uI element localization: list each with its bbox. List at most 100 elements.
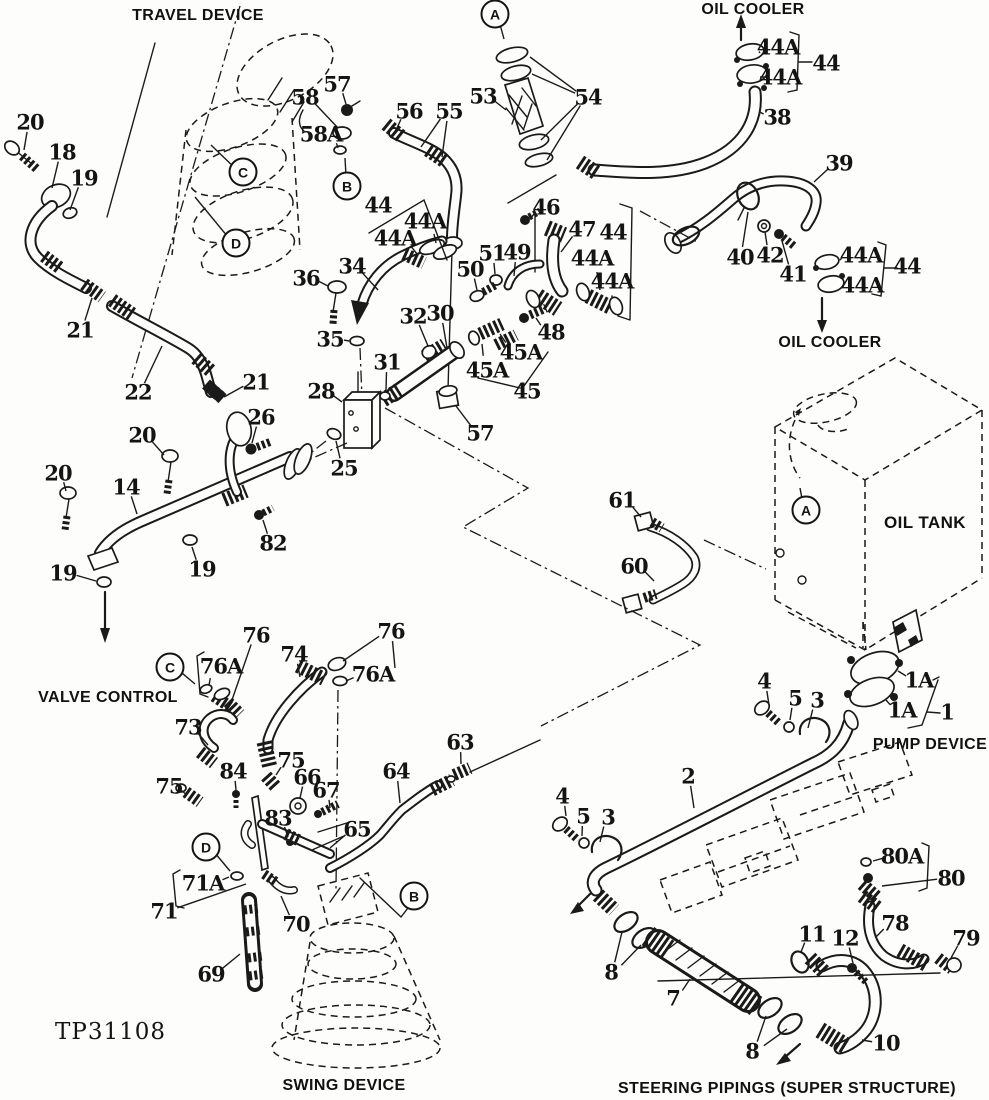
- callout-73: 73: [174, 714, 202, 740]
- callout-45A: 45A: [499, 339, 544, 365]
- callout-31: 31: [373, 349, 401, 375]
- callout-46: 46: [532, 194, 560, 220]
- callout-25: 25: [330, 455, 358, 481]
- section-label: VALVE CONTROL: [38, 689, 178, 706]
- callout-8: 8: [604, 959, 619, 985]
- callout-75: 75: [155, 773, 183, 799]
- valve-control-rod: [59, 381, 348, 643]
- callout-51: 51: [478, 240, 506, 266]
- callout-3: 3: [601, 804, 616, 830]
- callout-76: 76: [377, 618, 405, 644]
- callout-56: 56: [395, 98, 423, 124]
- travel-device-outline: [106, 5, 334, 379]
- callout-64: 64: [382, 758, 410, 784]
- callout-75: 75: [277, 747, 305, 773]
- callout-44A: 44A: [403, 208, 448, 234]
- section-label: TRAVEL DEVICE: [132, 7, 264, 24]
- callout-19: 19: [188, 556, 216, 582]
- callout-5: 5: [788, 685, 803, 711]
- callout-44A: 44A: [758, 64, 803, 90]
- callout-1A: 1A: [887, 697, 918, 723]
- callout-53: 53: [469, 83, 497, 109]
- callout-39: 39: [825, 150, 853, 176]
- callout-21: 21: [242, 369, 270, 395]
- callout-10: 10: [872, 1030, 900, 1056]
- drawing-number: TP31108: [55, 1019, 166, 1045]
- callout-7: 7: [666, 985, 681, 1011]
- reference-circle-B: B: [399, 881, 429, 911]
- callout-20: 20: [128, 422, 156, 448]
- callout-45A: 45A: [465, 357, 510, 383]
- oil-tank-outline: [773, 357, 984, 654]
- reference-circle-A: A: [480, 0, 510, 29]
- callout-45: 45: [513, 378, 541, 404]
- section-label: SWING DEVICE: [282, 1077, 406, 1094]
- callout-4: 4: [757, 668, 772, 694]
- steering-hoses: [613, 842, 962, 1065]
- callout-44: 44: [893, 253, 921, 279]
- fitting-cluster-45: [467, 203, 701, 389]
- callout-49: 49: [503, 239, 531, 265]
- callout-71A: 71A: [181, 870, 226, 896]
- valve-block-28-group: [302, 338, 465, 460]
- section-label: OIL TANK: [884, 513, 966, 532]
- tube-69: [241, 892, 265, 992]
- callout-1A: 1A: [904, 667, 935, 693]
- callout-66: 66: [293, 764, 321, 790]
- callout-2: 2: [681, 763, 696, 789]
- callout-71: 71: [150, 898, 178, 924]
- callout-76A: 76A: [351, 661, 396, 687]
- callout-84: 84: [219, 758, 247, 784]
- callout-34: 34: [338, 253, 366, 279]
- callout-47: 47: [568, 216, 596, 242]
- callout-79: 79: [952, 925, 980, 951]
- callout-44: 44: [599, 219, 627, 245]
- callout-78: 78: [881, 910, 909, 936]
- callout-32: 32: [399, 303, 427, 329]
- callout-21: 21: [66, 317, 94, 343]
- callout-61: 61: [608, 487, 636, 513]
- callout-70: 70: [282, 911, 310, 937]
- callout-30: 30: [426, 300, 454, 326]
- section-label: OIL COOLER: [778, 334, 882, 351]
- callout-40: 40: [726, 244, 754, 270]
- callout-74: 74: [280, 641, 308, 667]
- callout-55: 55: [435, 98, 463, 124]
- callout-44A: 44A: [840, 272, 885, 298]
- callout-63: 63: [446, 729, 474, 755]
- callout-80A: 80A: [880, 843, 925, 869]
- swing-device-outline: [271, 872, 441, 1069]
- callout-67: 67: [312, 777, 340, 803]
- reference-circle-D: D: [221, 228, 251, 258]
- callout-57: 57: [323, 71, 351, 97]
- reference-circle-C: C: [155, 652, 185, 682]
- fitting-57-58: [298, 100, 361, 155]
- callout-19: 19: [70, 165, 98, 191]
- reference-circle-C: C: [228, 157, 258, 187]
- callout-20: 20: [16, 109, 44, 135]
- callout-48: 48: [537, 319, 565, 345]
- callout-60: 60: [620, 553, 648, 579]
- section-boundary-line: [384, 407, 702, 727]
- pipe-2-group: [551, 700, 859, 916]
- callout-58: 58: [291, 84, 319, 110]
- callout-44A: 44A: [373, 225, 418, 251]
- callout-76: 76: [242, 622, 270, 648]
- callout-19: 19: [49, 560, 77, 586]
- callout-4: 4: [555, 783, 570, 809]
- callout-18: 18: [48, 139, 76, 165]
- callout-36: 36: [292, 265, 320, 291]
- callout-35: 35: [316, 326, 344, 352]
- callout-44A: 44A: [756, 34, 801, 60]
- callout-14: 14: [112, 474, 140, 500]
- callout-57: 57: [466, 420, 494, 446]
- callout-22: 22: [124, 379, 152, 405]
- callout-69: 69: [197, 961, 225, 987]
- callout-50: 50: [456, 256, 484, 282]
- callout-44: 44: [812, 50, 840, 76]
- section-label: STEERING PIPINGS (SUPER STRUCTURE): [617, 1080, 957, 1097]
- pump-device-outline: [659, 741, 913, 914]
- callout-44: 44: [364, 192, 392, 218]
